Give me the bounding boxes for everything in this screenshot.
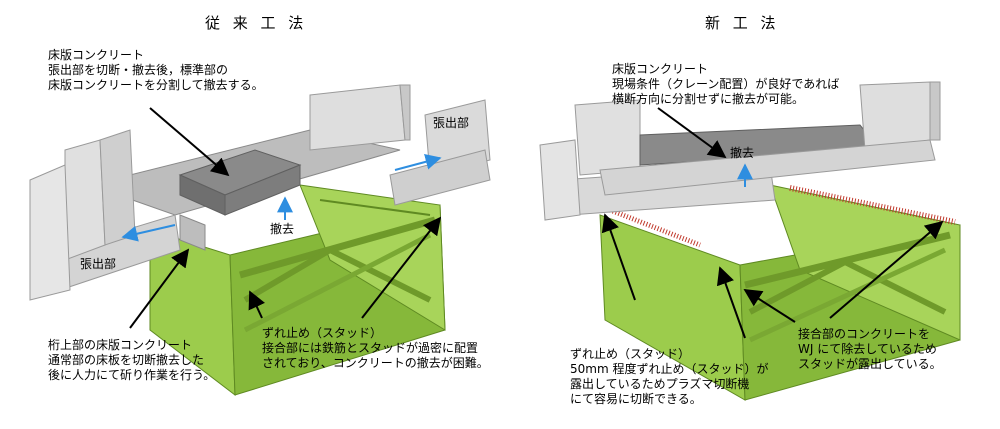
right-steel-girder [599, 184, 961, 401]
left-steel-girder [149, 184, 446, 397]
left-stud-leader-a [248, 290, 265, 319]
right-slab-leader [657, 107, 727, 159]
right-stud-note-line: 露出しているためプラズマ切断機 [570, 377, 750, 391]
right-stud-note-line: にて容易に切断できる。 [570, 392, 702, 406]
left-overhang-label-left: 張出部 [80, 257, 117, 271]
left-stud-note-line: 接合部には鉄筋とスタッドが過密に配置 [262, 341, 479, 355]
left-overhang-arrow-right [394, 153, 442, 171]
left-girder-note-line: 桁上部の床版コンクリート [48, 338, 193, 352]
right-slab-note-line: 横断方向に分割せずに撤去が可能。 [612, 92, 805, 106]
left-slab-note-line: 張出部を切断・撤去後，標準部の [48, 63, 229, 77]
left-stud-note-line: されており、コンクリートの撤去が困難。 [262, 356, 489, 370]
new-method-title: 新 工 法 [705, 14, 780, 32]
left-girder-note: 桁上部の床版コンクリート 通常部の床板を切断撤去した 後に人力にて斫り作業を行う… [48, 338, 215, 383]
right-slab-note: 床版コンクリート 現場条件（クレーン配置）が良好であれば 横断方向に分割せずに撤… [612, 62, 839, 107]
left-girder-note-line: 後に人力にて斫り作業を行う。 [48, 368, 216, 382]
left-stud-leader-b [361, 216, 442, 319]
right-joint-note-line: WJ にて除去しているため [798, 342, 937, 356]
right-joint-leader-b [829, 220, 944, 319]
right-deck-slab [539, 81, 941, 221]
left-slab-note-line: 床版コンクリート [48, 48, 145, 62]
left-stud-note: ずれ止め（スタッド） 接合部には鉄筋とスタッドが過密に配置 されており、コンクリ… [262, 326, 489, 371]
right-slab-note-line: 現場条件（クレーン配置）が良好であれば [612, 77, 840, 91]
right-stud-note-line: ずれ止め（スタッド） [570, 347, 691, 361]
left-slab-note-line: 床版コンクリートを分割して撤去する。 [48, 78, 264, 92]
left-slab-note: 床版コンクリート 張出部を切断・撤去後，標準部の 床版コンクリートを分割して撤去… [48, 48, 264, 93]
right-joint-note-line: 接合部のコンクリートを [798, 327, 931, 341]
right-removal-label: 撤去 [730, 146, 755, 160]
new-method-figure [539, 81, 961, 401]
left-overhang-label-right: 張出部 [433, 116, 470, 130]
right-stud-leader-a [601, 213, 636, 301]
right-stud-leader-b [716, 266, 746, 339]
right-joint-leader-a [743, 289, 796, 323]
conventional-method-title: 従 来 工 法 [205, 14, 308, 32]
right-joint-note: 接合部のコンクリートを WJ にて除去しているため スタッドが露出している。 [798, 327, 942, 372]
left-girder-leader [129, 248, 190, 329]
right-stud-note-line: 50mm 程度ずれ止め（スタッド）が [570, 362, 769, 376]
left-overhang-arrow-left [121, 224, 176, 242]
left-girder-note-line: 通常部の床板を切断撤去した [48, 353, 205, 367]
left-stud-note-line: ずれ止め（スタッド） [262, 326, 383, 340]
right-joint-note-line: スタッドが露出している。 [798, 357, 942, 371]
left-slab-leader [149, 107, 230, 177]
left-removal-label: 撤去 [270, 222, 295, 236]
conventional-method-figure [29, 84, 491, 397]
right-slab-note-line: 床版コンクリート [612, 62, 709, 76]
right-stud-note: ずれ止め（スタッド） 50mm 程度ずれ止め（スタッド）が 露出しているためプラ… [570, 347, 768, 407]
